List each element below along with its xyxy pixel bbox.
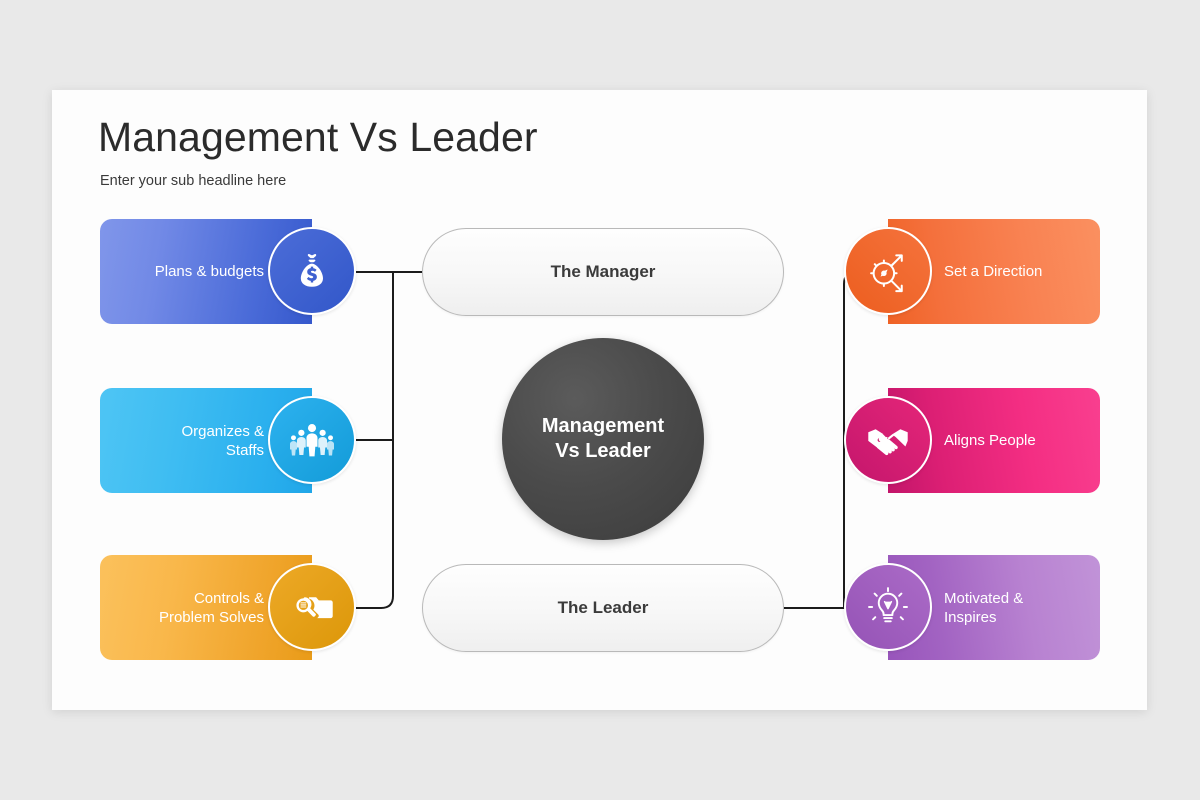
- right-card-3-label: Motivated & Inspires: [944, 589, 1023, 627]
- the-manager-pill[interactable]: The Manager: [422, 228, 784, 316]
- slide-canvas: Management Vs Leader Enter your sub head…: [52, 90, 1147, 710]
- left-card-2-line1: Organizes &: [181, 422, 264, 440]
- right-card-3-line1: Motivated &: [944, 589, 1024, 607]
- left-card-3-label: Controls & Problem Solves: [159, 589, 264, 627]
- hub-circle[interactable]: Management Vs Leader: [502, 338, 704, 540]
- left-card-3-line2: Problem Solves: [158, 608, 264, 626]
- right-card-1[interactable]: Set a Direction: [888, 219, 1100, 324]
- money-bag-icon[interactable]: [268, 227, 356, 315]
- left-item-1[interactable]: Plans & budgets: [100, 219, 400, 324]
- right-card-2-label: Aligns People: [944, 432, 1036, 449]
- left-card-2-line2: Staffs: [225, 441, 264, 459]
- handshake-icon[interactable]: [844, 396, 932, 484]
- right-card-3-line2: Inspires: [944, 608, 997, 626]
- page-subtitle: Enter your sub headline here: [100, 173, 287, 189]
- the-leader-label: The Leader: [557, 598, 649, 617]
- right-card-1-label: Set a Direction: [944, 263, 1043, 280]
- right-item-1[interactable]: Set a Direction: [800, 219, 1100, 324]
- hub-line-1: Management: [541, 415, 665, 437]
- right-item-3[interactable]: Motivated & Inspires: [800, 555, 1100, 660]
- left-card-2-label: Organizes & Staffs: [181, 422, 264, 460]
- the-leader-pill[interactable]: The Leader: [422, 564, 784, 652]
- left-card-1[interactable]: Plans & budgets: [100, 219, 312, 324]
- the-manager-label: The Manager: [550, 262, 656, 281]
- lightbulb-icon[interactable]: [844, 563, 932, 651]
- left-card-3-line1: Controls &: [193, 589, 264, 607]
- left-item-2[interactable]: Organizes & Staffs: [100, 388, 400, 493]
- page-title: Management Vs Leader: [98, 114, 538, 160]
- hub-line-2: Vs Leader: [555, 440, 651, 462]
- left-card-1-label: Plans & budgets: [154, 263, 264, 280]
- left-item-3[interactable]: Controls & Problem Solves: [100, 555, 400, 660]
- left-card-2[interactable]: Organizes & Staffs: [100, 388, 312, 493]
- compass-direction-icon[interactable]: [844, 227, 932, 315]
- folder-search-icon[interactable]: [268, 563, 356, 651]
- right-item-2[interactable]: Aligns People: [800, 388, 1100, 493]
- people-group-icon[interactable]: [268, 396, 356, 484]
